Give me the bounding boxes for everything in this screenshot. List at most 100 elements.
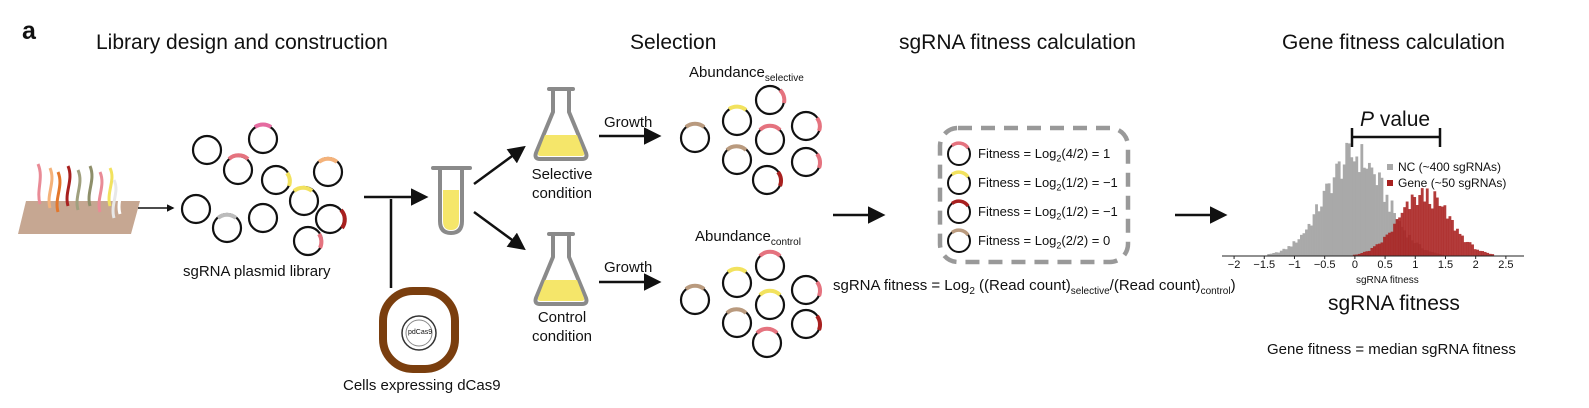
p-value-bracket [1350, 128, 1442, 147]
selective-label-line2: condition [531, 185, 593, 202]
to-control-arrow [473, 210, 526, 251]
nc-histogram-bar [1355, 156, 1359, 256]
gene-histogram-bar [1428, 203, 1432, 256]
gene-histogram-bar [1352, 254, 1356, 256]
nc-histogram-bar [1317, 211, 1321, 256]
gene-histogram-bar [1362, 251, 1366, 256]
gene-fitness-definition: Gene fitness = median sgRNA fitness [1267, 341, 1516, 358]
example-plasmid-marker [950, 141, 970, 150]
gene-histogram-bar [1425, 188, 1429, 256]
x-tick-label: 2.5 [1498, 259, 1513, 271]
nc-histogram-bar [1305, 229, 1308, 256]
gene-histogram-bar [1398, 217, 1401, 256]
nc-histogram-bar [1300, 234, 1303, 256]
nc-histogram-bar [1367, 162, 1371, 256]
gene-histogram-bar [1456, 228, 1459, 256]
fitness-example-1: Fitness = Log2(4/2) = 1 [978, 146, 1110, 164]
nc-histogram-bar [1267, 254, 1271, 256]
x-tick-label: −0.5 [1314, 259, 1336, 271]
x-tick-label: 2 [1473, 259, 1479, 271]
example-sub: 2 [1056, 182, 1062, 193]
gene-histogram-bar [1365, 251, 1369, 256]
abundance-selective-sub: selective [764, 73, 804, 84]
nc-histogram-bar [1378, 172, 1381, 256]
gene-histogram-bar [1476, 249, 1479, 256]
gene-histogram-bar [1357, 253, 1361, 256]
abundance-selective-label: Abundanceselective [689, 64, 804, 84]
example-suffix: (2/2) = 0 [1061, 233, 1111, 248]
gene-histogram-bar [1395, 219, 1399, 256]
x-tick-label: 1.5 [1438, 259, 1453, 271]
nc-histogram-bar [1342, 164, 1346, 256]
gene-histogram-bar [1360, 253, 1364, 256]
nc-histogram-bar [1375, 185, 1379, 256]
fitness-example-circles [947, 141, 971, 253]
nc-histogram-bar [1373, 174, 1376, 256]
nc-histogram-bar [1362, 167, 1366, 256]
nc-histogram-bar [1380, 177, 1384, 256]
example-sub: 2 [1056, 153, 1062, 164]
gene-histogram-bar [1403, 207, 1407, 256]
histogram-legend: NC (~400 sgRNAs) Gene (~50 sgRNAs) [1387, 160, 1506, 190]
gene-histogram-bar [1461, 235, 1464, 256]
x-tick-label: −1.5 [1253, 259, 1275, 271]
sgrna-fitness-formula: sgRNA fitness = Log2 ((Read count)select… [833, 277, 1236, 297]
gene-histogram-bar [1466, 241, 1469, 256]
nc-histogram-bar [1272, 252, 1276, 256]
legend-gene: Gene (~50 sgRNAs) [1387, 176, 1506, 190]
gene-histogram-bar [1430, 208, 1434, 256]
nc-histogram-bar [1302, 233, 1306, 256]
panel-letter: a [22, 17, 36, 45]
oligo-library-illustration [18, 163, 140, 234]
gene-fitness-title: Gene fitness calculation [1282, 31, 1505, 54]
gene-histogram-bar [1445, 218, 1449, 256]
to-selective-arrow [473, 145, 526, 186]
gene-histogram-bar [1375, 244, 1379, 256]
gene-histogram-bar [1410, 194, 1414, 256]
gene-histogram-bar [1483, 251, 1487, 256]
control-population [679, 249, 823, 359]
x-tick-label: −2 [1228, 259, 1241, 271]
example-suffix: (1/2) = −1 [1061, 175, 1118, 190]
gene-histogram-bar [1378, 243, 1381, 256]
abundance-control-sub: control [770, 237, 801, 248]
nc-histogram-bar [1282, 248, 1286, 256]
formula-control-sub: control [1200, 286, 1231, 297]
gene-histogram-bar [1488, 253, 1492, 256]
nc-histogram-bar [1277, 252, 1281, 256]
gene-histogram-bar [1481, 251, 1485, 256]
gene-histogram-bar [1355, 254, 1359, 256]
gene-histogram-bar [1448, 216, 1452, 256]
plasmid-library-label: sgRNA plasmid library [183, 263, 331, 280]
x-tick-label: −1 [1288, 259, 1301, 271]
gene-histogram-bar [1453, 230, 1457, 256]
legend-nc: NC (~400 sgRNAs) [1387, 160, 1506, 174]
nc-histogram-bar [1289, 246, 1293, 256]
selective-label-line1: Selective [531, 166, 593, 183]
example-plasmid-marker [950, 199, 970, 208]
nc-histogram-bar [1337, 161, 1341, 256]
p-value-label: P value [1360, 108, 1430, 132]
example-plasmid-marker [950, 170, 970, 179]
gene-histogram-bar [1458, 233, 1462, 256]
gene-histogram-bar [1373, 246, 1376, 256]
nc-histogram-bar [1279, 250, 1283, 256]
abundance-word: Abundance [695, 228, 771, 245]
nc-histogram-bar [1327, 183, 1331, 256]
fitness-histogram [1267, 142, 1495, 256]
gene-histogram-bar [1423, 201, 1427, 256]
formula-log-base: 2 [969, 286, 975, 297]
gene-histogram-bar [1420, 188, 1424, 256]
nc-histogram-bar [1330, 193, 1334, 256]
formula-part3: /(Read count) [1109, 277, 1201, 294]
control-label-line2: condition [531, 328, 593, 345]
nc-histogram-bar [1307, 223, 1311, 256]
abundance-word: Abundance [689, 64, 765, 81]
nc-histogram-bar [1269, 253, 1273, 256]
x-tick-label: 0.5 [1377, 259, 1392, 271]
gene-histogram-bar [1367, 250, 1371, 256]
gene-histogram-bar [1405, 201, 1409, 256]
nc-histogram-bar [1383, 201, 1386, 256]
nc-histogram-bar [1310, 225, 1313, 256]
selective-condition-label: Selective condition [530, 165, 594, 203]
